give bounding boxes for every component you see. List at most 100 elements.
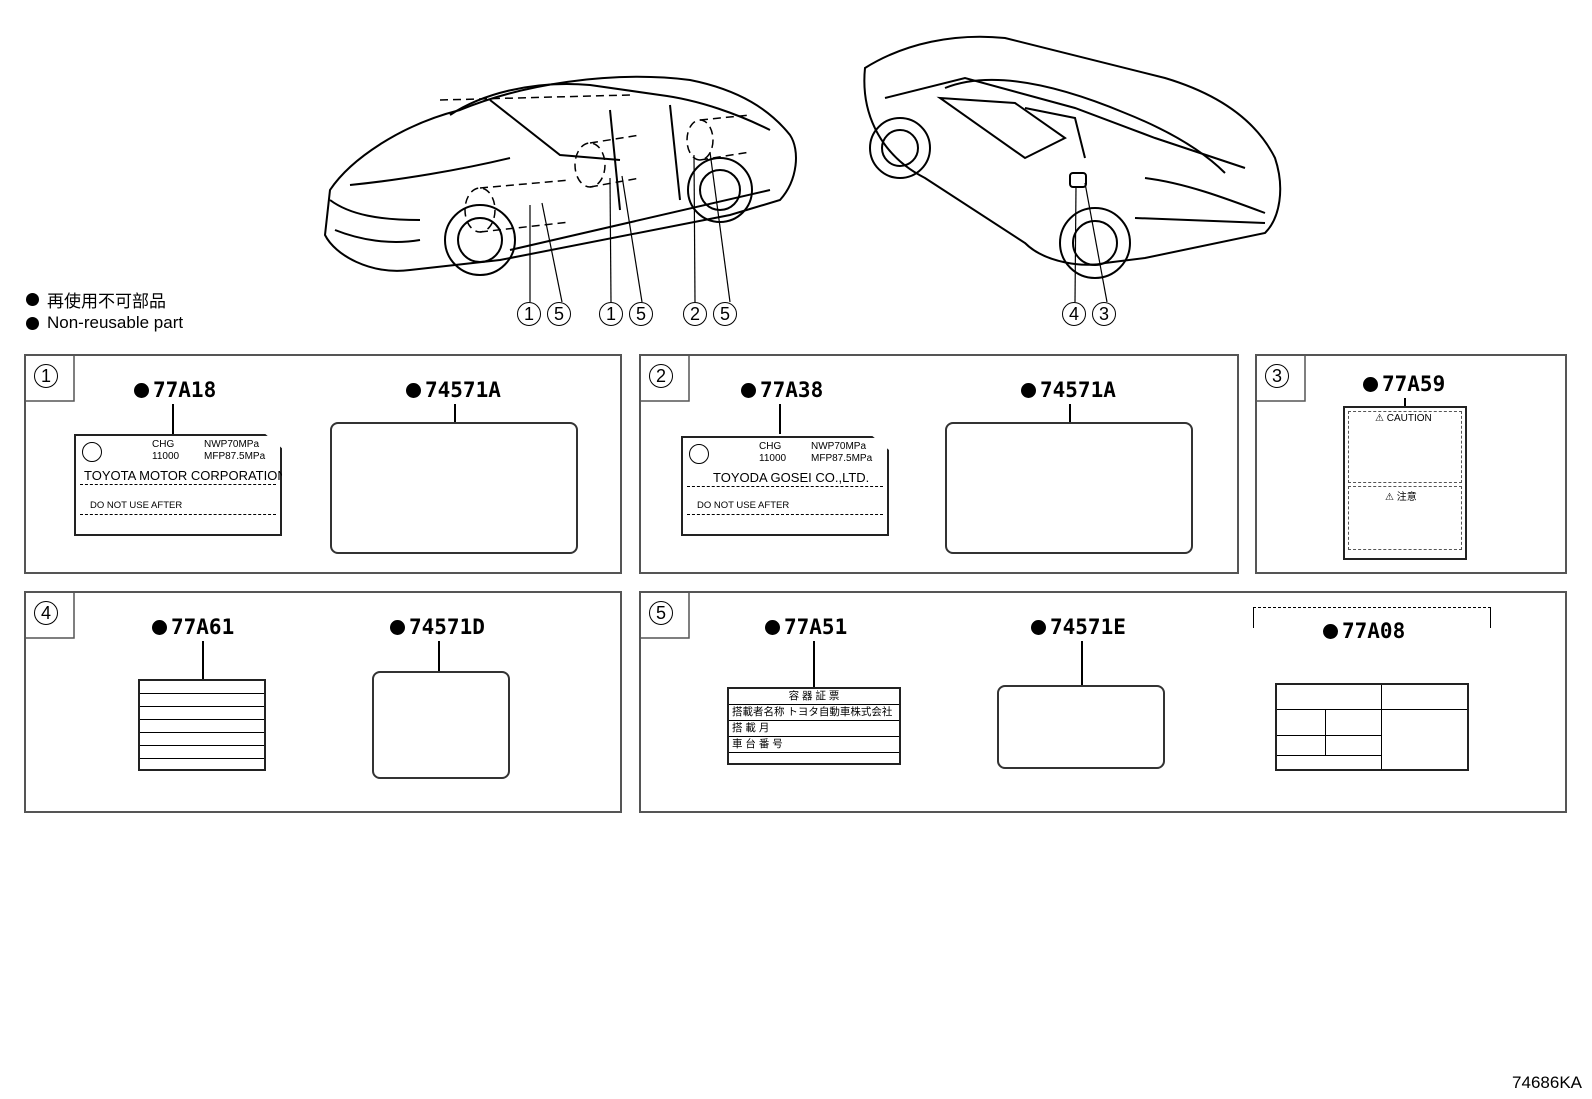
sheet-74571D [372, 671, 510, 779]
label-chg: CHG [759, 441, 782, 452]
label-row-3: 車 台 番 号 [729, 737, 899, 753]
sheet-74571A [330, 422, 578, 554]
panel-3: 3 77A59 ⚠ CAUTION ⚠ 注意 [1255, 354, 1567, 574]
label-section: ⚠ 注意 [1348, 486, 1462, 550]
leader-line [1069, 404, 1071, 422]
label-row-1: 搭載者名称 トヨタ自動車株式会社 [729, 705, 899, 721]
legend-non-reusable-en: Non-reusable part [26, 313, 183, 333]
panel-number: 2 [649, 364, 673, 388]
label-divider [80, 514, 276, 515]
seal-icon [82, 442, 102, 462]
part-code-text: 77A61 [171, 615, 235, 639]
warning-triangle-icon: ⚠ [1385, 492, 1394, 503]
label-company: TOYODA GOSEI CO.,LTD. [713, 470, 870, 485]
label-nwp: NWP70MPa [811, 441, 867, 452]
panel-corner-line [26, 356, 75, 402]
label-divider [80, 484, 276, 485]
part-code-text: 74571A [1040, 378, 1116, 402]
non-reusable-dot-icon [1031, 619, 1046, 635]
leader-line [202, 641, 204, 679]
part-code-77A08: 77A08 [1323, 619, 1405, 643]
label-77A18: CHG NWP70MPa 11000 MFP87.5MPa TOYOTA MOT… [74, 434, 282, 536]
label-77A38: CHG NWP70MPa 11000 MFP87.5MPa TOYODA GOS… [681, 436, 889, 536]
non-reusable-dot-icon [134, 382, 149, 398]
non-reusable-dot-icon [1021, 382, 1036, 398]
sheet-74571E [997, 685, 1165, 769]
front-callouts-2: 1 5 [599, 302, 653, 326]
part-code-text: 77A51 [784, 615, 848, 639]
panel-corner-line [641, 356, 690, 402]
bracket-optional [1253, 607, 1491, 628]
part-code-text: 77A08 [1342, 619, 1406, 643]
panel-1: 1 77A18 CHG NWP70MPa 11000 MFP87.5MPa TO… [24, 354, 622, 574]
panel-number: 1 [34, 364, 58, 388]
label-nwp: NWP70MPa [204, 439, 260, 450]
front-car-illustration [323, 75, 797, 303]
sheet-74571A [945, 422, 1193, 554]
callout-5: 5 [713, 302, 737, 326]
label-row-2: 搭 載 月 [729, 721, 899, 737]
label-serial: 11000 [152, 451, 180, 462]
label-77A61 [138, 679, 266, 771]
chuui-text: 注意 [1396, 492, 1417, 503]
part-code-text: 77A18 [153, 378, 217, 402]
leader-line [813, 641, 815, 687]
callout-1: 1 [517, 302, 541, 326]
panel-2: 2 77A38 CHG NWP70MPa 11000 MFP87.5MPa TO… [639, 354, 1239, 574]
label-warning: DO NOT USE AFTER [697, 500, 790, 511]
label-divider [1381, 685, 1382, 769]
panel-corner-line [1257, 356, 1306, 402]
part-code-74571D: 74571D [390, 615, 485, 639]
part-code-77A59: 77A59 [1363, 372, 1445, 396]
label-divider [687, 514, 883, 515]
leader-line [1081, 641, 1083, 685]
non-reusable-dot-icon [741, 382, 756, 398]
leader-line [779, 404, 781, 434]
callout-1: 1 [599, 302, 623, 326]
label-77A59: ⚠ CAUTION ⚠ 注意 [1343, 406, 1467, 560]
leader-line [172, 404, 174, 434]
caution-text: CAUTION [1386, 413, 1432, 424]
leader-line [1404, 398, 1406, 406]
legend-non-reusable-jp: 再使用不可部品 [26, 287, 166, 312]
part-code-74571A: 74571A [406, 378, 501, 402]
part-code-text: 74571D [409, 615, 485, 639]
bullet-icon [26, 293, 39, 306]
non-reusable-dot-icon [390, 619, 405, 635]
front-callouts: 1 5 [517, 302, 571, 326]
label-divider [687, 486, 883, 487]
caution-heading: ⚠ CAUTION [1375, 413, 1432, 424]
label-77A08 [1275, 683, 1469, 771]
non-reusable-dot-icon [1323, 623, 1338, 639]
part-code-77A61: 77A61 [152, 615, 234, 639]
part-code-74571E: 74571E [1031, 615, 1126, 639]
label-company: TOYOTA MOTOR CORPORATION [84, 468, 287, 483]
seal-icon [689, 444, 709, 464]
label-warning: DO NOT USE AFTER [90, 500, 183, 511]
label-divider [1277, 735, 1381, 736]
legend-text-jp: 再使用不可部品 [47, 292, 166, 311]
label-77A51: 容 器 証 票 搭載者名称 トヨタ自動車株式会社 搭 載 月 車 台 番 号 [727, 687, 901, 765]
warning-triangle-icon: ⚠ [1375, 413, 1384, 424]
label-serial: 11000 [759, 453, 787, 464]
legend-text-en: Non-reusable part [47, 313, 184, 332]
callout-3: 3 [1092, 302, 1116, 326]
panel-4: 4 77A61 74571D [24, 591, 622, 813]
non-reusable-dot-icon [152, 619, 167, 635]
callout-4: 4 [1062, 302, 1086, 326]
leader-line [454, 404, 456, 422]
panel-5: 5 77A51 容 器 証 票 搭載者名称 トヨタ自動車株式会社 搭 載 月 車… [639, 591, 1567, 813]
label-title: 容 器 証 票 [729, 689, 899, 705]
part-code-text: 74571A [425, 378, 501, 402]
panel-corner-line [26, 593, 75, 639]
part-code-text: 77A38 [760, 378, 824, 402]
part-code-74571A: 74571A [1021, 378, 1116, 402]
callout-5: 5 [629, 302, 653, 326]
callout-5: 5 [547, 302, 571, 326]
leader-line [438, 641, 440, 671]
part-code-text: 77A59 [1382, 372, 1446, 396]
non-reusable-dot-icon [406, 382, 421, 398]
label-divider [1277, 709, 1467, 710]
bullet-icon [26, 316, 39, 330]
part-code-77A51: 77A51 [765, 615, 847, 639]
